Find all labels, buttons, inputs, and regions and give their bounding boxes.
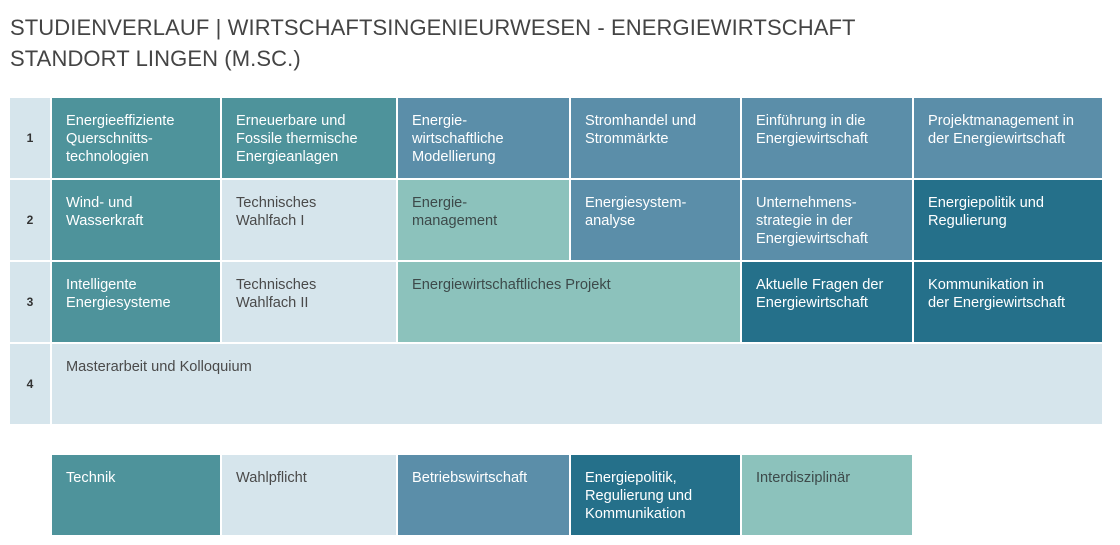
semester-label-1: 1 bbox=[10, 98, 50, 178]
legend-item-energiepolitik: Energiepolitik, Regulierung und Kommunik… bbox=[571, 455, 740, 535]
module-cell: Technisches Wahlfach I bbox=[222, 180, 396, 260]
module-cell: Energieeffiziente Querschnitts- technolo… bbox=[52, 98, 220, 178]
module-cell: Energiewirtschaftliches Projekt bbox=[398, 262, 740, 342]
module-cell: Erneuerbare und Fossile thermische Energ… bbox=[222, 98, 396, 178]
module-cell: Intelligente Energiesysteme bbox=[52, 262, 220, 342]
page-title: STUDIENVERLAUF | WIRTSCHAFTSINGENIEURWES… bbox=[10, 12, 856, 74]
module-cell: Aktuelle Fragen der Energiewirtschaft bbox=[742, 262, 912, 342]
module-cell: Energie- wirtschaftliche Modellierung bbox=[398, 98, 569, 178]
legend-item-interdisziplinaer: Interdisziplinär bbox=[742, 455, 912, 535]
module-cell: Wind- und Wasserkraft bbox=[52, 180, 220, 260]
semester-label-3: 3 bbox=[10, 262, 50, 342]
module-cell: Kommunikation in der Energiewirtschaft bbox=[914, 262, 1102, 342]
title-line-1: STUDIENVERLAUF | WIRTSCHAFTSINGENIEURWES… bbox=[10, 15, 856, 40]
module-cell: Projektmanagement in der Energiewirtscha… bbox=[914, 98, 1102, 178]
module-cell: Stromhandel und Strommärkte bbox=[571, 98, 740, 178]
semester-label-2: 2 bbox=[10, 180, 50, 260]
legend-item-betriebswirtschaft: Betriebswirtschaft bbox=[398, 455, 569, 535]
module-cell: Unternehmens- strategie in der Energiewi… bbox=[742, 180, 912, 260]
module-cell: Energiepolitik und Regulierung bbox=[914, 180, 1102, 260]
module-cell: Energiesystem- analyse bbox=[571, 180, 740, 260]
legend-item-wahlpflicht: Wahlpflicht bbox=[222, 455, 396, 535]
module-cell: Technisches Wahlfach II bbox=[222, 262, 396, 342]
title-line-2: STANDORT LINGEN (M.SC.) bbox=[10, 46, 301, 71]
semester-label-4: 4 bbox=[10, 344, 50, 424]
legend-item-technik: Technik bbox=[52, 455, 220, 535]
module-cell: Masterarbeit und Kolloquium bbox=[52, 344, 1102, 424]
module-cell: Energie- management bbox=[398, 180, 569, 260]
module-cell: Einführung in die Energiewirtschaft bbox=[742, 98, 912, 178]
